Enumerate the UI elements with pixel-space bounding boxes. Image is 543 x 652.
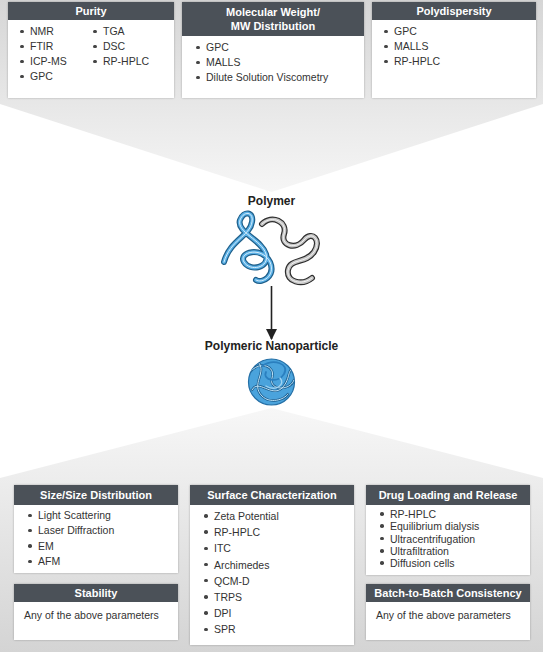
- box-heading: Molecular Weight/ MW Distribution: [182, 2, 364, 36]
- strand: [266, 378, 282, 388]
- box-body: Light ScatteringLaser DiffractionEMAFM: [14, 505, 178, 573]
- method-item: TGA: [93, 24, 166, 39]
- method-item: Dilute Solution Viscometry: [196, 70, 360, 85]
- stage-label: Polymer: [200, 194, 343, 286]
- box-body: Zeta PotentialRP-HPLCITCArchimedesQCM-DT…: [190, 505, 354, 642]
- chain-highlight: [262, 219, 317, 282]
- note-text: Any of the above parameters: [376, 608, 524, 622]
- box-heading: Batch-to-Batch Consistency: [366, 584, 530, 602]
- nanoparticle: [249, 359, 297, 405]
- strand: [250, 365, 294, 388]
- chain-gray: [262, 219, 317, 282]
- method-box: Size/Size DistributionLight ScatteringLa…: [14, 485, 178, 573]
- method-item: QCM-D: [204, 573, 350, 589]
- method-item: FTIR: [20, 39, 93, 54]
- stage-label: Polymeric Nanoparticle: [160, 339, 383, 355]
- method-item: RP-HPLC: [380, 508, 526, 520]
- note-text: Any of the above parameters: [24, 608, 172, 622]
- flow-arrow: [271, 286, 273, 339]
- method-box: PolydispersityGPCMALLSRP-HPLC: [372, 2, 536, 98]
- method-item: MALLS: [384, 39, 532, 54]
- method-item: ICP-MS: [20, 54, 93, 69]
- method-box: Surface CharacterizationZeta PotentialRP…: [190, 485, 354, 645]
- method-item: GPC: [20, 69, 93, 84]
- method-item: Laser Diffraction: [28, 523, 174, 538]
- box-heading: Polydispersity: [372, 2, 536, 20]
- method-item: DSC: [93, 39, 166, 54]
- method-item: GPC: [384, 24, 532, 39]
- method-item: Light Scattering: [28, 508, 174, 523]
- stage-title: Polymer: [200, 194, 343, 208]
- method-box: StabilityAny of the above parameters: [14, 584, 178, 640]
- box-heading: Surface Characterization: [190, 485, 354, 505]
- method-item: RP-HPLC: [93, 54, 166, 69]
- method-item: Zeta Potential: [204, 508, 350, 524]
- polymer-chains: [224, 213, 317, 282]
- method-box: PurityNMRFTIRICP-MSGPC TGADSCRP-HPLC: [8, 2, 174, 98]
- bottom-funnel: [0, 408, 543, 652]
- method-item: RP-HPLC: [204, 524, 350, 540]
- method-item: Equilibrium dialysis: [380, 520, 526, 532]
- method-item: ITC: [204, 540, 350, 556]
- box-body: Any of the above parameters: [14, 602, 178, 626]
- method-item: AFM: [28, 554, 174, 569]
- box-heading: Stability: [14, 584, 178, 602]
- method-item: NMR: [20, 24, 93, 39]
- method-box: Batch-to-Batch ConsistencyAny of the abo…: [366, 584, 530, 640]
- particle-body: [249, 359, 295, 405]
- method-item: DPI: [204, 605, 350, 621]
- box-heading: Purity: [8, 2, 174, 20]
- method-item: RP-HPLC: [384, 54, 532, 69]
- method-box: Drug Loading and ReleaseRP-HPLCEquilibri…: [366, 485, 530, 575]
- method-item: EM: [28, 539, 174, 554]
- box-body: Any of the above parameters: [366, 602, 530, 626]
- strand: [258, 362, 288, 400]
- particle-strands: [250, 362, 296, 400]
- box-body: GPCMALLSRP-HPLC: [372, 20, 536, 73]
- strand: [262, 362, 285, 380]
- box-heading: Size/Size Distribution: [14, 485, 178, 505]
- stage-title: Polymeric Nanoparticle: [160, 339, 383, 353]
- chain-outline: [262, 219, 317, 282]
- method-item: Ultrafiltration: [380, 545, 526, 557]
- top-funnel: [0, 0, 543, 192]
- box-body: RP-HPLCEquilibrium dialysisUltracentrifu…: [366, 505, 530, 573]
- method-item: MALLS: [196, 55, 360, 70]
- method-item: SPR: [204, 621, 350, 637]
- method-item: Ultracentrifugation: [380, 533, 526, 545]
- method-item: Diffusion cells: [380, 557, 526, 569]
- strand: [258, 362, 288, 400]
- method-item: GPC: [196, 40, 360, 55]
- method-item: Archimedes: [204, 557, 350, 573]
- method-item: TRPS: [204, 589, 350, 605]
- box-body: NMRFTIRICP-MSGPC TGADSCRP-HPLC: [8, 20, 174, 88]
- box-body: GPCMALLSDilute Solution Viscometry: [182, 36, 364, 89]
- method-box: Molecular Weight/ MW DistributionGPCMALL…: [182, 2, 364, 98]
- box-heading: Drug Loading and Release: [366, 485, 530, 505]
